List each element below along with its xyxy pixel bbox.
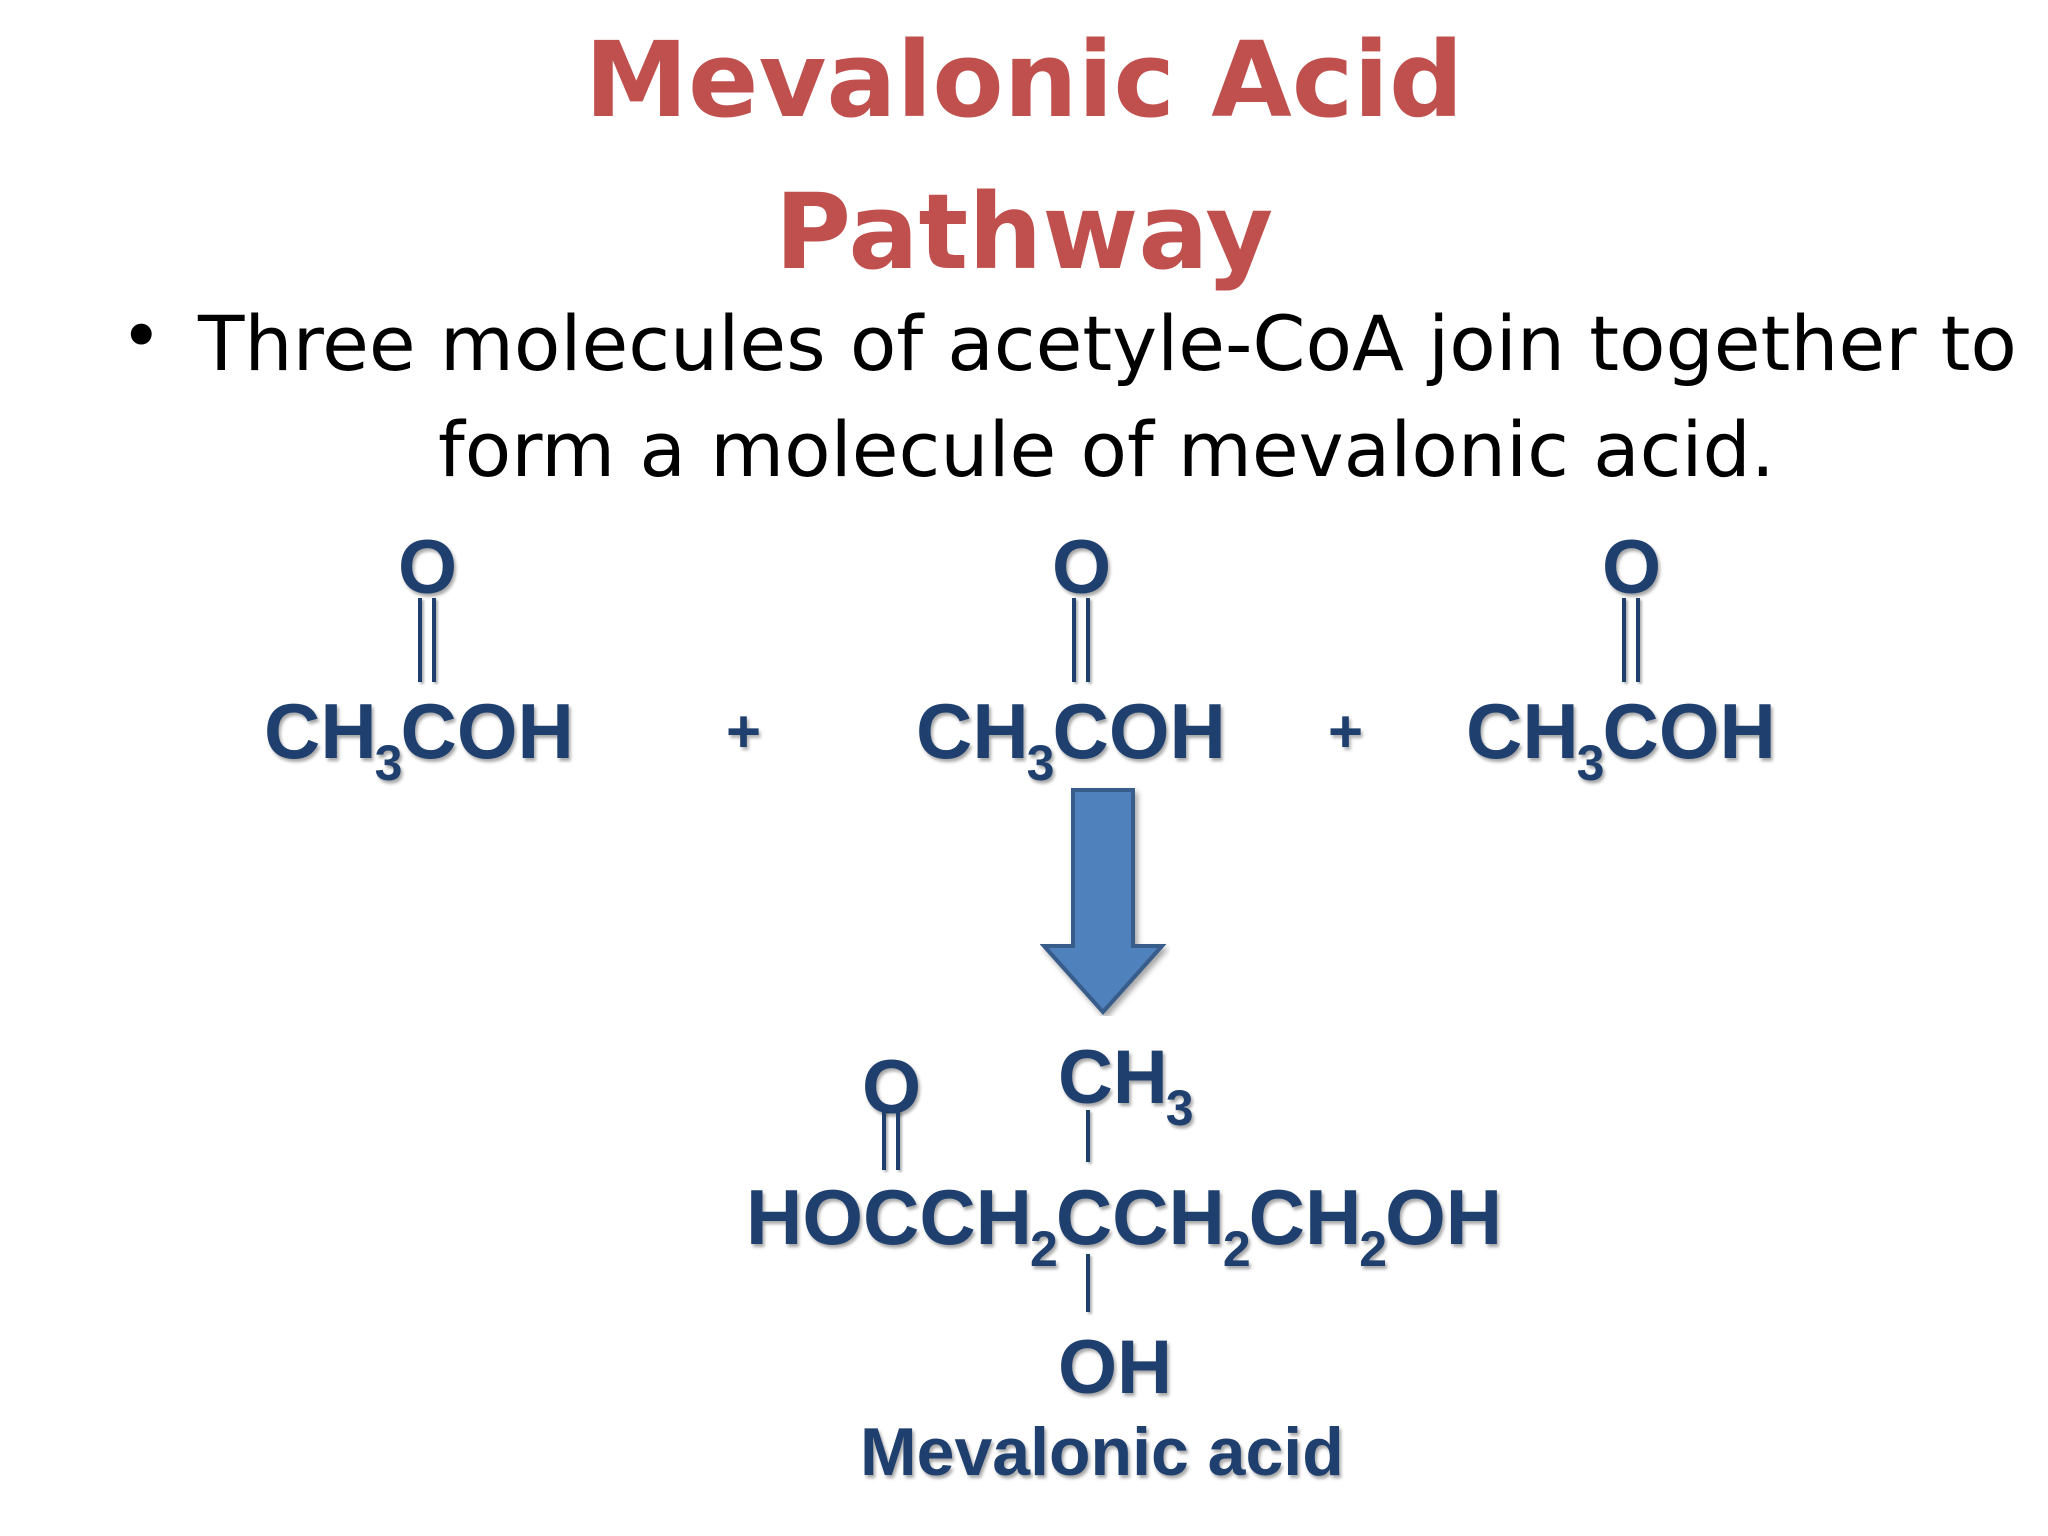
product-carbonyl-oxygen: O — [861, 1045, 922, 1130]
product-methyl-text: CH — [1057, 1035, 1169, 1120]
reactant-2-suffix: COH — [1051, 687, 1226, 775]
product-methyl-bond — [1086, 1110, 1090, 1162]
product-chain-formula: HOCCH2CCH2CH2OH — [745, 1177, 1503, 1275]
reactant-2-formula: CH3COH — [915, 691, 1227, 789]
reactant-3-double-bond-b — [1636, 598, 1640, 682]
product-chain-sub-2: 2 — [1222, 1221, 1252, 1277]
slide-title-line-2: Pathway — [774, 171, 1274, 293]
reactant-2-double-bond-b — [1086, 598, 1090, 682]
reactant-1-formula: CH3COH — [263, 691, 575, 789]
reactant-1-suffix: COH — [399, 687, 574, 775]
product-hydroxyl-bond — [1086, 1254, 1090, 1312]
bullet-text-line-2: form a molecule of mevalonic acid. — [438, 405, 1775, 494]
reactant-3-prefix: CH — [1465, 687, 1580, 775]
reactant-3-oxygen: O — [1601, 525, 1662, 610]
reactant-2-prefix: CH — [915, 687, 1030, 775]
reactant-3-suffix: COH — [1601, 687, 1776, 775]
product-methyl-group: CH3 — [1057, 1039, 1195, 1135]
product-chain-sub-3: 2 — [1358, 1221, 1388, 1277]
slide-title-line-1: Mevalonic Acid — [584, 19, 1464, 141]
reactant-3-subscript: 3 — [1576, 735, 1606, 791]
reactant-2-subscript: 3 — [1026, 735, 1056, 791]
reactant-1-double-bond-a — [418, 598, 422, 682]
reactant-2-oxygen: O — [1051, 525, 1112, 610]
product-hydroxyl-group: OH — [1057, 1325, 1173, 1410]
reactant-2-double-bond-a — [1072, 598, 1076, 682]
bullet-text-line-1: Three molecules of acetyle-CoA join toge… — [198, 299, 2017, 388]
product-double-bond-b — [896, 1110, 900, 1170]
plus-sign-1: + — [726, 698, 762, 765]
product-caption: Mevalonic acid — [860, 1414, 1344, 1490]
product-chain-part-2: CCH — [1055, 1173, 1226, 1261]
reactant-1-prefix: CH — [263, 687, 378, 775]
reactant-3-double-bond-a — [1622, 598, 1626, 682]
product-chain-part-4: OH — [1384, 1173, 1503, 1261]
reactant-1-subscript: 3 — [374, 735, 404, 791]
product-chain-sub-1: 2 — [1029, 1221, 1059, 1277]
reactant-1-double-bond-b — [432, 598, 436, 682]
plus-sign-2: + — [1328, 698, 1364, 765]
reactant-1-oxygen: O — [397, 525, 458, 610]
product-double-bond-a — [882, 1110, 886, 1170]
reactant-3-formula: CH3COH — [1465, 691, 1777, 789]
product-chain-part-3: CH — [1248, 1173, 1363, 1261]
bullet-marker: • — [120, 294, 163, 378]
product-chain-part-1: HOCCH — [745, 1173, 1033, 1261]
reaction-arrow-down-icon — [1040, 788, 1167, 1016]
product-methyl-subscript: 3 — [1165, 1080, 1195, 1136]
